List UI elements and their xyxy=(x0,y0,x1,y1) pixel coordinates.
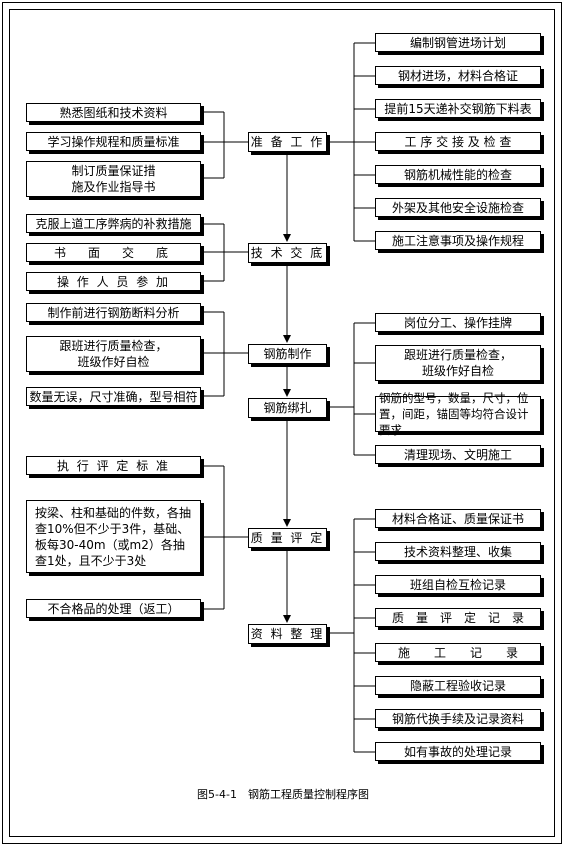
right-doc-item-7: 钢筋代换手续及记录资料 xyxy=(375,709,541,728)
right-prep-item-1: 编制钢管进场计划 xyxy=(375,33,541,52)
left-brief-item-3: 操 作 人 员 参 加 xyxy=(26,272,201,291)
right-prep-item-6: 外架及其他安全设施检查 xyxy=(375,198,541,217)
step-quality-eval: 质 量 评 定 xyxy=(248,528,327,548)
step-prep: 准 备 工 作 xyxy=(248,132,327,152)
figure-caption: 图5-4-1 钢筋工程质量控制程序图 xyxy=(197,788,369,801)
left-prep-item-1: 熟悉图纸和技术资料 xyxy=(26,103,201,122)
step-documentation: 资 料 整 理 xyxy=(248,624,327,644)
right-bind-item-4: 清理现场、文明施工 xyxy=(375,445,541,464)
right-prep-item-7: 施工注意事项及操作规程 xyxy=(375,231,541,250)
left-prep-item-3: 制订质量保证措 施及作业指导书 xyxy=(26,161,201,197)
step-fabrication: 钢筋制作 xyxy=(248,344,327,364)
right-doc-item-1: 材料合格证、质量保证书 xyxy=(375,509,541,528)
step-binding: 钢筋绑扎 xyxy=(248,398,327,418)
left-brief-item-1: 克服上道工序弊病的补救措施 xyxy=(26,214,201,233)
right-doc-item-2: 技术资料整理、收集 xyxy=(375,542,541,561)
left-brief-item-2: 书 面 交 底 xyxy=(26,243,201,262)
right-prep-item-2: 钢材进场，材料合格证 xyxy=(375,66,541,85)
left-fab-item-1: 制作前进行钢筋断料分析 xyxy=(26,303,201,322)
right-doc-item-4: 质 量 评 定 记 录 xyxy=(375,608,541,627)
right-doc-item-3: 班组自检互检记录 xyxy=(375,575,541,594)
right-doc-item-6: 隐蔽工程验收记录 xyxy=(375,676,541,695)
left-fab-item-3: 数量无误，尺寸准确，型号相符 xyxy=(26,387,201,406)
right-prep-item-4: 工 序 交 接 及 检 查 xyxy=(375,132,541,151)
left-prep-item-2: 学习操作规程和质量标准 xyxy=(26,132,201,151)
left-fab-item-2: 跟班进行质量检查， 班级作好自检 xyxy=(26,336,201,372)
right-doc-item-8: 如有事故的处理记录 xyxy=(375,742,541,761)
right-bind-item-2: 跟班进行质量检查， 班级作好自检 xyxy=(375,345,541,381)
right-doc-item-5: 施 工 记 录 xyxy=(375,643,541,662)
right-prep-item-5: 钢筋机械性能的检查 xyxy=(375,165,541,184)
left-quality-item-2: 按梁、柱和基础的件数，各抽查10%但不少于3件，基础、板每30-40m（或m2）… xyxy=(26,500,201,573)
right-prep-item-3: 提前15天递补交钢筋下料表 xyxy=(375,99,541,118)
left-quality-item-1: 执 行 评 定 标 准 xyxy=(26,456,201,475)
left-quality-item-3: 不合格品的处理（返工） xyxy=(26,599,201,618)
inner-frame xyxy=(9,9,555,837)
step-tech-brief: 技 术 交 底 xyxy=(248,243,327,263)
right-bind-item-1: 岗位分工、操作挂牌 xyxy=(375,313,541,332)
right-bind-item-3: 钢筋的型号，数量，尺寸，位置，间距，锚固等均符合设计要求 xyxy=(375,391,541,437)
